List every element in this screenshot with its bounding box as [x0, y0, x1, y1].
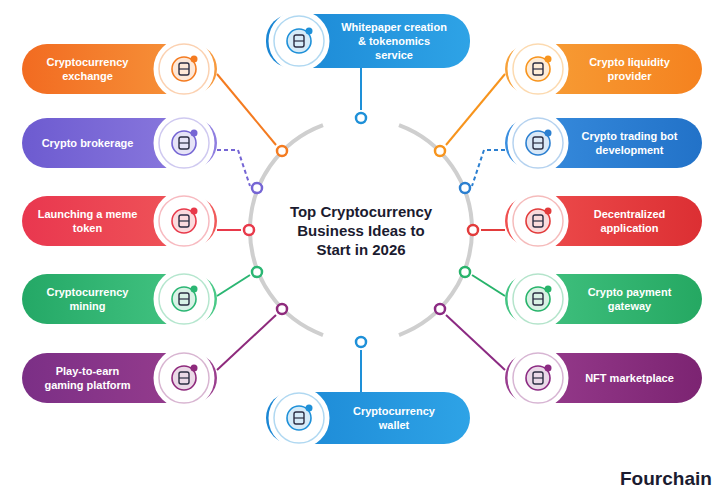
- arc-dot: [244, 225, 254, 235]
- icon-glyph: [172, 56, 198, 82]
- icon-badge: [506, 37, 570, 101]
- diagram-title: Top Cryptocurrency Business Ideas to Sta…: [281, 202, 441, 259]
- icon-ring: [159, 274, 209, 324]
- icon-ring: [270, 389, 328, 447]
- icon-ring: [509, 349, 567, 407]
- icon-glyph: [526, 56, 552, 82]
- idea-label: Play-to-earn gaming platform: [36, 364, 139, 392]
- icon-ring: [155, 114, 213, 172]
- leader-line: [360, 64, 362, 110]
- idea-label: Decentralized application: [577, 207, 682, 235]
- icon-glyph: [287, 405, 313, 431]
- icon-ring: [155, 270, 213, 328]
- idea-pill: Cryptocurrency mining: [22, 274, 217, 324]
- idea-pill: Decentralized application: [505, 196, 702, 246]
- idea-label: Cryptocurrency exchange: [36, 55, 139, 83]
- icon-ring: [159, 118, 209, 168]
- icon-ring: [509, 114, 567, 172]
- icon-glyph: [172, 130, 198, 156]
- icon-glyph: [526, 365, 552, 391]
- icon-badge: [506, 267, 570, 331]
- idea-pill: Crypto payment gateway: [505, 274, 702, 324]
- icon-ring: [155, 40, 213, 98]
- leader-line: [472, 150, 505, 186]
- leader-line: [217, 315, 276, 370]
- idea-label: Launching a meme token: [36, 207, 139, 235]
- icon-ring: [509, 40, 567, 98]
- icon-badge: [506, 189, 570, 253]
- leader-line: [217, 275, 250, 296]
- leader-line: [217, 229, 241, 231]
- arc-dot: [252, 183, 262, 193]
- idea-pill: NFT marketplace: [505, 353, 702, 403]
- idea-pill: Crypto liquidity provider: [505, 44, 702, 94]
- icon-badge: [152, 37, 216, 101]
- idea-label: Cryptocurrency wallet: [338, 404, 450, 432]
- idea-label: Crypto trading bot development: [577, 129, 682, 157]
- icon-badge: [152, 346, 216, 410]
- leader-line: [446, 74, 505, 145]
- arc-dot: [356, 337, 366, 347]
- idea-pill: Whitepaper creation & tokenomics service: [266, 14, 470, 68]
- icon-badge: [506, 111, 570, 175]
- icon-ring: [509, 270, 567, 328]
- brand-logo: Fourchain: [620, 468, 712, 490]
- icon-glyph: [172, 286, 198, 312]
- icon-badge: [506, 346, 570, 410]
- icon-ring: [159, 44, 209, 94]
- leader-line: [217, 150, 250, 186]
- leader-line: [446, 315, 505, 370]
- idea-pill: Crypto trading bot development: [505, 118, 702, 168]
- icon-ring: [155, 349, 213, 407]
- idea-label: Crypto brokerage: [36, 136, 139, 150]
- icon-glyph: [172, 208, 198, 234]
- leader-line: [481, 229, 505, 231]
- arc-dot: [435, 146, 445, 156]
- leader-line: [217, 74, 276, 145]
- icon-ring: [513, 274, 563, 324]
- icon-badge: [267, 386, 331, 450]
- idea-label: Crypto liquidity provider: [577, 55, 682, 83]
- icon-ring: [159, 196, 209, 246]
- icon-ring: [274, 393, 324, 443]
- idea-label: Crypto payment gateway: [577, 285, 682, 313]
- arc-dot: [277, 304, 287, 314]
- icon-glyph: [526, 208, 552, 234]
- arc-dot: [356, 113, 366, 123]
- icon-ring: [155, 192, 213, 250]
- idea-label: Whitepaper creation & tokenomics service: [338, 20, 450, 62]
- icon-badge: [152, 267, 216, 331]
- icon-badge: [152, 111, 216, 175]
- arc-dot: [252, 267, 262, 277]
- arc-dot: [277, 146, 287, 156]
- idea-pill: Crypto brokerage: [22, 118, 217, 168]
- icon-glyph: [526, 286, 552, 312]
- idea-pill: Play-to-earn gaming platform: [22, 353, 217, 403]
- icon-glyph: [287, 28, 313, 54]
- icon-ring: [274, 16, 324, 66]
- icon-ring: [513, 196, 563, 246]
- idea-label: Cryptocurrency mining: [36, 285, 139, 313]
- icon-ring: [513, 353, 563, 403]
- icon-badge: [152, 189, 216, 253]
- icon-ring: [509, 192, 567, 250]
- arc-dot: [435, 304, 445, 314]
- leader-line: [360, 350, 362, 392]
- icon-glyph: [172, 365, 198, 391]
- idea-pill: Cryptocurrency wallet: [266, 392, 470, 444]
- icon-ring: [513, 118, 563, 168]
- icon-ring: [159, 353, 209, 403]
- arc-dot: [460, 183, 470, 193]
- idea-label: NFT marketplace: [577, 371, 682, 385]
- idea-pill: Cryptocurrency exchange: [22, 44, 217, 94]
- icon-ring: [513, 44, 563, 94]
- icon-glyph: [526, 130, 552, 156]
- leader-line: [472, 275, 505, 296]
- arc-dot: [468, 225, 478, 235]
- icon-badge: [267, 9, 331, 73]
- arc-dot: [460, 267, 470, 277]
- idea-pill: Launching a meme token: [22, 196, 217, 246]
- icon-ring: [270, 12, 328, 70]
